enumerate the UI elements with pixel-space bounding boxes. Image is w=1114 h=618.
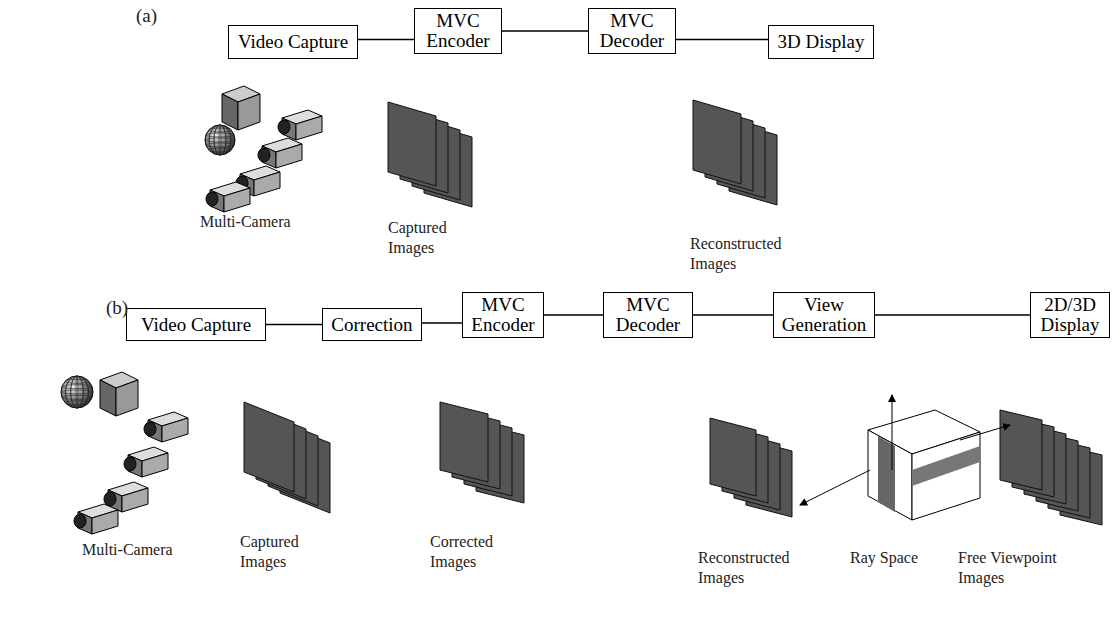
camera	[296, 116, 322, 140]
process-box: View Generation	[773, 292, 875, 338]
caption-label: Captured Images	[388, 218, 478, 258]
caption-label: Ray Space	[850, 548, 920, 568]
process-box: 2D/3D Display	[1030, 292, 1110, 338]
camera	[276, 144, 302, 168]
process-box: Video Capture	[228, 25, 358, 59]
camera	[92, 510, 118, 534]
object-sphere	[205, 138, 235, 142]
camera	[224, 188, 250, 212]
connector-line	[422, 322, 462, 324]
box-text: MVC Encoder	[468, 295, 538, 335]
caption-label: Multi-Camera	[82, 540, 212, 560]
caption-label: Captured Images	[240, 532, 330, 572]
process-box: MVC Encoder	[414, 8, 502, 54]
box-text: Correction	[331, 315, 412, 335]
camera	[124, 457, 136, 471]
caption-label: Corrected Images	[430, 532, 520, 572]
object-cube	[100, 380, 116, 416]
object-cube	[238, 94, 260, 130]
object-sphere	[214, 125, 226, 155]
connector-line	[693, 314, 773, 316]
box-text: MVC Decoder	[594, 11, 670, 51]
object-sphere	[209, 125, 231, 155]
box-text: MVC Encoder	[420, 11, 496, 51]
caption-label: Multi-Camera	[200, 212, 330, 232]
object-sphere	[205, 125, 235, 155]
image-stack	[693, 100, 741, 184]
process-box: Correction	[322, 308, 422, 341]
image-stack	[1000, 410, 1042, 490]
camera	[142, 453, 168, 477]
caption-label: Reconstructed Images	[698, 548, 808, 588]
camera	[254, 172, 280, 196]
camera	[74, 514, 86, 528]
object-sphere	[209, 125, 231, 155]
ray-space-cube	[800, 395, 1010, 520]
camera	[206, 192, 218, 206]
object-sphere	[65, 376, 88, 408]
image-stack	[440, 402, 488, 482]
process-box: Video Capture	[126, 308, 266, 341]
object-sphere	[71, 376, 84, 408]
box-text: View Generation	[779, 295, 869, 335]
caption-label: Free Viewpoint Images	[958, 548, 1058, 588]
process-box: 3D Display	[768, 25, 874, 59]
box-text: Video Capture	[238, 32, 348, 52]
connector-line	[875, 314, 1030, 316]
object-sphere	[214, 125, 226, 155]
image-stack	[244, 402, 294, 492]
box-text: 2D/3D Display	[1036, 295, 1104, 335]
camera	[104, 492, 116, 506]
process-box: MVC Decoder	[588, 8, 676, 54]
camera	[122, 488, 148, 512]
process-box: MVC Encoder	[462, 292, 544, 338]
connector-line	[266, 324, 322, 326]
panel-tag: (a)	[136, 4, 176, 28]
camera	[278, 120, 290, 134]
image-stack	[388, 102, 436, 186]
object-sphere	[209, 148, 231, 152]
object-sphere	[61, 376, 93, 408]
image-stack	[710, 418, 756, 496]
box-text: MVC Decoder	[609, 295, 687, 335]
object-sphere	[71, 376, 84, 408]
object-sphere	[219, 125, 221, 155]
process-box: MVC Decoder	[603, 292, 693, 338]
object-sphere	[65, 376, 88, 408]
object-cube	[222, 94, 238, 130]
connector-line	[676, 39, 768, 41]
object-sphere	[209, 128, 231, 132]
camera	[144, 422, 156, 436]
caption-label: Reconstructed Images	[690, 234, 800, 274]
object-sphere	[61, 390, 93, 394]
object-sphere	[65, 401, 89, 405]
connector-line	[502, 30, 588, 32]
camera	[162, 418, 188, 442]
panel-tag: (b)	[106, 296, 146, 320]
connector-line	[544, 314, 603, 316]
box-text: 3D Display	[777, 32, 864, 52]
connector-line	[358, 39, 414, 41]
object-sphere	[76, 376, 78, 408]
camera	[258, 148, 270, 162]
object-cube	[116, 380, 138, 416]
box-text: Video Capture	[141, 315, 251, 335]
